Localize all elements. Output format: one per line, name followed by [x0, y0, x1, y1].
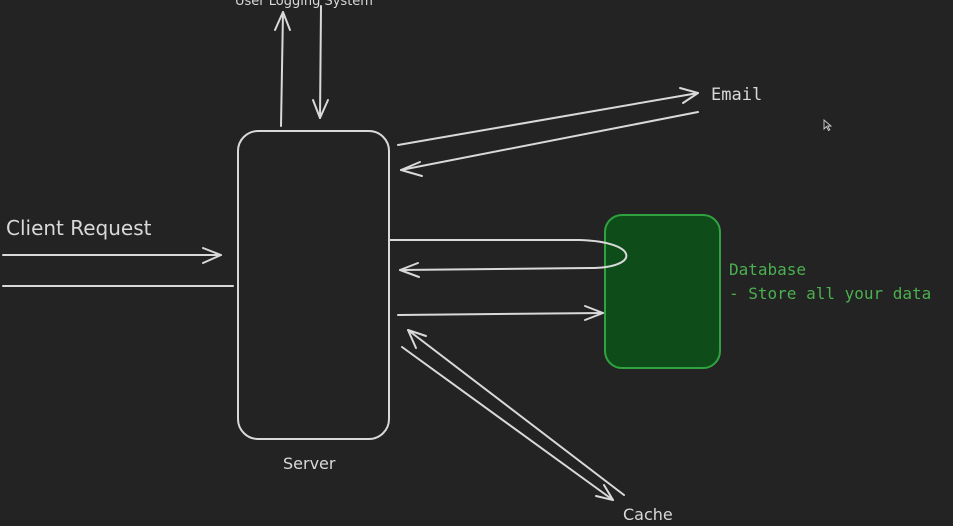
server-box[interactable]	[237, 130, 390, 440]
arrow-server-to-email[interactable]	[397, 87, 699, 146]
cache-label: Cache	[623, 505, 673, 524]
arrow-logging-to-server[interactable]	[312, 5, 329, 119]
database-title-label: Database	[729, 260, 807, 279]
arrow-email-to-server[interactable]	[400, 111, 699, 177]
email-label: Email	[711, 85, 763, 105]
client-request-label: Client Request	[6, 216, 152, 240]
database-box[interactable]	[604, 214, 721, 369]
arrow-database-loop-to-server[interactable]	[389, 239, 628, 278]
arrow-server-to-database[interactable]	[397, 305, 604, 321]
mouse-cursor-icon	[823, 119, 833, 132]
arrow-client-to-server[interactable]	[2, 247, 222, 264]
server-label: Server	[283, 454, 336, 473]
database-description-label: - Store all your data	[729, 284, 932, 303]
user-logging-system-label: User Logging System	[235, 0, 373, 9]
arrow-server-to-cache[interactable]	[401, 346, 614, 501]
arrow-server-to-logging[interactable]	[274, 11, 291, 127]
arrow-cache-to-server[interactable]	[407, 329, 625, 496]
